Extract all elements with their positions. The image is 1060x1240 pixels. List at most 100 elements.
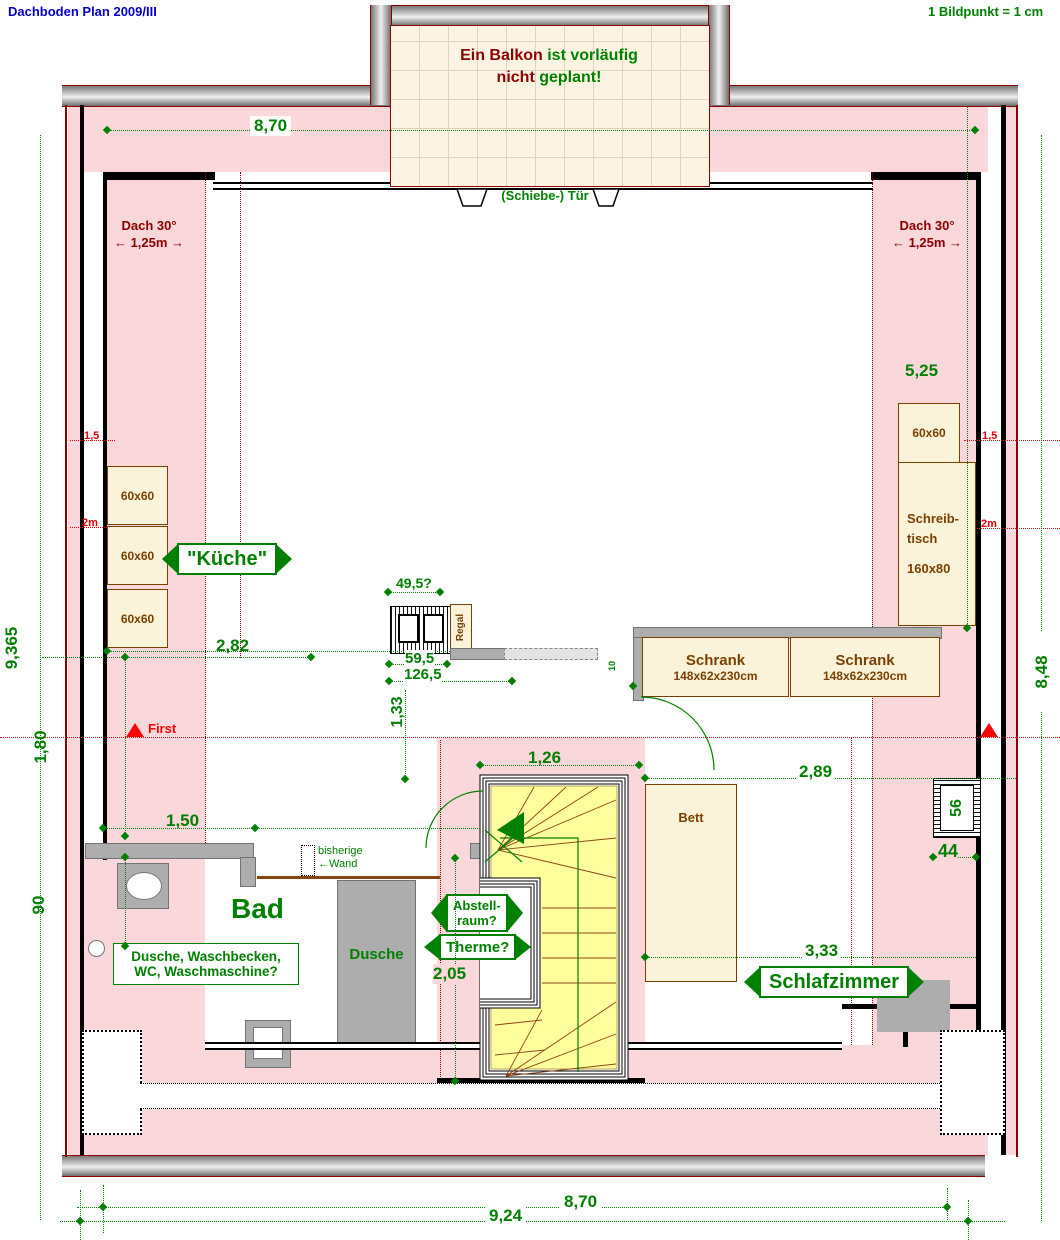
dim-top: 8,70	[250, 116, 292, 136]
storage-tag: Abstell- raum?	[431, 894, 523, 932]
pink-area-bottom2	[82, 1107, 988, 1155]
desk-label-2: tisch	[907, 531, 938, 546]
dim-bath-width: 1,50	[166, 811, 200, 830]
arrow-left-icon	[744, 968, 759, 996]
right-flue: 56	[933, 778, 981, 838]
dim-left-low: 90	[29, 895, 48, 915]
slope-line-right-1	[872, 172, 873, 1045]
height-2m-left: 2m	[82, 517, 98, 529]
chimney-flue-1	[398, 614, 419, 643]
old-wall-text-1: bisherige	[318, 845, 363, 857]
wardrobe-1: Schrank 148x62x230cm	[642, 637, 789, 697]
dim-ext-3	[947, 1188, 948, 1220]
washbasin-bowl	[126, 872, 162, 900]
bath-valve	[88, 940, 105, 957]
ridge-triangle-right	[980, 723, 998, 737]
storage-label-1: Abstell-	[453, 898, 501, 913]
roof-label-right: Dach 30° ← 1,25m →	[884, 217, 970, 251]
scale-note: 1 Bildpunkt = 1 cm	[928, 4, 1044, 19]
dim-stair-width: 1,26	[528, 748, 562, 767]
dim-left-mid-line	[125, 657, 126, 837]
dim-connector-657	[42, 657, 310, 658]
right-flue-inner: 56	[940, 785, 974, 831]
top-wall-right	[871, 172, 981, 180]
roof-left-angle: Dach 30°	[121, 218, 177, 233]
right-eave-line	[1016, 105, 1018, 1157]
dim-bed-span: 2,89	[796, 762, 836, 782]
door-symbol-left	[455, 188, 489, 207]
height-1p5-right: 1,5	[982, 430, 998, 442]
arrow-right-icon	[507, 895, 523, 931]
old-wall-label: bisherige ←Wand	[318, 845, 363, 871]
bed: Bett	[645, 784, 737, 982]
arrow-right-icon	[516, 935, 532, 959]
dim-top-line	[107, 130, 976, 131]
low-wall-right	[940, 1030, 1005, 1135]
dim-chimney-down-line	[405, 690, 406, 780]
dim-ext-4	[968, 1200, 969, 1240]
outer-wall-bottom	[62, 1155, 985, 1177]
right-wall	[1001, 105, 1006, 1155]
right-knee-wall	[976, 172, 981, 1045]
roof-right-span: ← 1,25m →	[891, 235, 963, 250]
ridge-triangle-left	[126, 723, 144, 737]
kitchen-cabinet-2: 60x60	[107, 526, 168, 585]
dim-ext-1	[80, 1190, 81, 1240]
dim-chimney-mid: 59,5	[405, 650, 435, 667]
bath-note: Dusche, Waschbecken, WC, Waschmaschine?	[113, 943, 299, 985]
dim-bottom-inner: 8,70	[560, 1192, 602, 1212]
chimney-bench-dashed	[504, 648, 598, 660]
dim-stair-width-line	[480, 765, 640, 766]
dim-bedroom-span: 3,33	[802, 941, 842, 961]
dim-chimney-top: 49,5?	[396, 575, 432, 591]
slope-line-right-2	[851, 738, 852, 1045]
cabinet-label: 60x60	[120, 548, 155, 563]
bed-label: Bett	[678, 810, 704, 825]
dim-kitchen: 2,82	[216, 636, 250, 655]
left-wall	[80, 105, 84, 1155]
dim-chimney-full: 126,5	[404, 666, 442, 683]
height-1p5-right-line	[964, 440, 1060, 441]
cabinet-label: 60x60	[120, 488, 155, 503]
height-2m-left-line	[70, 527, 115, 528]
balcony-note-red1: Ein Balkon	[460, 47, 543, 64]
bedroom-tag: Schlafzimmer	[744, 966, 925, 998]
desk-label-1: Schreib-	[907, 511, 960, 526]
bath-note-1: Dusche, Waschbecken,	[131, 949, 281, 964]
low-wall-band	[140, 1083, 940, 1109]
dim-stair-depth: 2,05	[433, 964, 467, 984]
dim-left-low-line	[125, 857, 126, 947]
therme-tag: Therme?	[424, 934, 532, 960]
old-wall-text-2: ←Wand	[318, 858, 358, 870]
height-2m-right-line	[964, 528, 1060, 529]
arrow-right-icon	[277, 545, 293, 573]
dim-ext-2	[103, 1185, 104, 1233]
dim-kitchen-line	[107, 651, 450, 652]
cabinet-label: 60x60	[120, 611, 155, 626]
bedroom-label: Schlafzimmer	[759, 966, 910, 998]
page-title: Dachboden Plan 2009/III	[8, 4, 157, 19]
storage-label: Abstell- raum?	[446, 894, 508, 932]
old-wall-line	[257, 876, 440, 879]
left-knee-wall	[103, 172, 107, 860]
bath-title: Bad	[231, 893, 284, 924]
kitchen-tag: "Küche"	[162, 543, 293, 575]
roof-right-angle: Dach 30°	[899, 218, 955, 233]
balcony-note-green1: ist vorläufig	[542, 47, 638, 64]
chimney-flue-2	[423, 614, 444, 643]
dim-left-mid: 1,80	[31, 730, 50, 764]
dim-bottom-outer-line	[60, 1221, 1005, 1222]
kitchen-cabinet-3: 60x60	[107, 589, 168, 648]
height-1p5-left-line	[70, 440, 115, 441]
door-symbol-right	[591, 188, 621, 207]
bath-note-2: WC, Waschmaschine?	[134, 964, 278, 979]
dim-right-upper: 5,25	[905, 361, 939, 380]
stair-direction-arrow	[497, 812, 524, 844]
wardrobe-2: Schrank 148x62x230cm	[790, 637, 940, 697]
dim-left-total: 9,365	[2, 626, 21, 670]
dim-chimney-full-line	[389, 681, 513, 682]
arrow-left-icon	[162, 545, 177, 573]
wardrobe-name: Schrank	[685, 651, 746, 669]
balcony-area	[390, 25, 710, 187]
